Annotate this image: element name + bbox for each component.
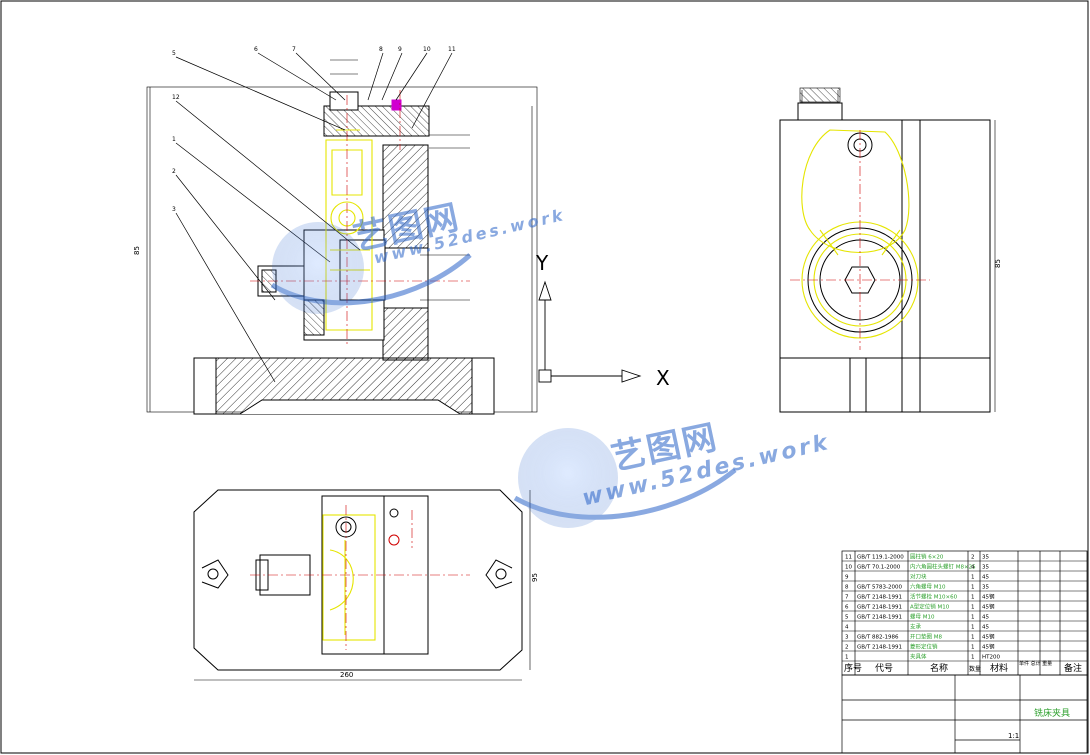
bom-cell-material: 35 (982, 555, 989, 561)
header-seq: 序号 (844, 662, 862, 674)
watermark-globe-2 (513, 428, 737, 528)
balloon-label: 6 (254, 46, 258, 53)
bom-cell-code: GB/T 2148-1991 (857, 595, 902, 601)
balloon-label: 10 (423, 46, 431, 53)
dim-side-height: 85 (994, 259, 1002, 268)
balloon-label: 9 (398, 46, 402, 53)
balloon-label: 1 (172, 136, 176, 143)
bom-cell-name: 对刀块 (910, 573, 927, 581)
front-view-dimensions (149, 59, 533, 412)
assembly-name: 铣床夹具 (1034, 707, 1070, 719)
bom-cell-name: 内六角圆柱头螺钉 M8×25 (910, 563, 976, 571)
bom-cell-material: 45 (982, 575, 989, 581)
bom-cell-code: GB/T 70.1-2000 (857, 565, 901, 571)
bom-cell-material: 45钢 (982, 633, 995, 641)
bom-cell-qty: 1 (971, 635, 975, 641)
bom-cell-name: 圆柱销 6×20 (910, 553, 944, 561)
bom-cell-material: HT200 (982, 655, 1000, 661)
watermark-globe-1 (270, 222, 472, 314)
header-remark: 备注 (1064, 662, 1082, 674)
bom-cell-seq: 8 (845, 585, 849, 591)
bom-cell-code: GB/T 2148-1991 (857, 605, 902, 611)
drawing-scale: 1:1 (1008, 732, 1019, 740)
bom-cell-qty: 1 (971, 595, 975, 601)
dim-plan-length: 260 (340, 671, 353, 679)
header-name: 名称 (930, 662, 948, 674)
side-view-centerlines (790, 130, 930, 350)
header-qty: 数量 (969, 665, 981, 673)
balloon-label: 5 (172, 50, 176, 57)
bom-cell-material: 45钢 (982, 603, 995, 611)
header-material: 材料 (990, 662, 1008, 674)
bom-cell-name: 支承 (910, 623, 922, 631)
dim-plan-width: 95 (531, 573, 539, 582)
bom-cell-seq: 1 (845, 655, 849, 661)
bom-cell-name: 活节螺栓 M10×60 (910, 593, 958, 601)
balloon-label: 7 (292, 46, 296, 53)
balloon-label: 11 (448, 46, 456, 53)
bom-cell-code: GB/T 2148-1991 (857, 645, 902, 651)
bom-cell-name: 六角螺母 M10 (910, 583, 946, 591)
bom-cell-material: 45 (982, 625, 989, 631)
bom-cell-code: GB/T 882-1986 (857, 635, 899, 641)
header-weight: 单件 总计 重量 (1019, 660, 1052, 667)
bom-cell-seq: 3 (845, 635, 849, 641)
bom-cell-code: GB/T 2148-1991 (857, 615, 902, 621)
bom-cell-material: 35 (982, 565, 989, 571)
coordinate-axes (538, 280, 642, 383)
header-code: 代号 (875, 663, 893, 674)
bom-cell-qty: 1 (971, 615, 975, 621)
plan-view-workpiece (322, 514, 376, 641)
balloon-label: 3 (172, 206, 176, 213)
bom-cell-material: 45钢 (982, 593, 995, 601)
title-block-headers: 序号 代号 名称 数量 材料 备注 (844, 662, 1082, 674)
bom-cell-material: 45 (982, 615, 989, 621)
bom-cell-seq: 2 (845, 645, 849, 651)
bom-cell-name: 菱形定位销 (910, 643, 938, 651)
bom-cell-qty: 4 (971, 565, 975, 571)
bom-cell-code: GB/T 119.1-2000 (857, 555, 904, 561)
bom-cell-seq: 10 (845, 565, 852, 571)
bom-cell-seq: 7 (845, 595, 849, 601)
bom-cell-code: GB/T 5783-2000 (857, 585, 902, 591)
balloon-label: 12 (172, 94, 180, 101)
bom-cell-seq: 6 (845, 605, 849, 611)
bom-cell-qty: 1 (971, 585, 975, 591)
bom-cell-seq: 4 (845, 625, 849, 631)
side-view (779, 87, 996, 413)
bom-cell-qty: 1 (971, 625, 975, 631)
bom-cell-qty: 2 (971, 555, 975, 561)
bom-cell-qty: 1 (971, 605, 975, 611)
balloon-label: 2 (172, 168, 176, 175)
bom-cell-name: 螺母 M10 (910, 613, 935, 621)
bom-cell-qty: 1 (971, 655, 975, 661)
bom-cell-seq: 9 (845, 575, 849, 581)
axis-label-x: X (656, 366, 670, 390)
bom-cell-material: 35 (982, 585, 989, 591)
bom-cell-name: 夹具体 (910, 653, 927, 661)
title-block (841, 550, 1088, 754)
bom-cell-name: A型定位销 M10 (910, 603, 950, 611)
plan-view-centerlines (250, 505, 470, 650)
balloon-label: 8 (379, 46, 383, 53)
bom-cell-name: 开口垫圈 M8 (910, 633, 942, 641)
plan-view (193, 489, 531, 681)
bom-cell-qty: 1 (971, 645, 975, 651)
bom-cell-qty: 1 (971, 575, 975, 581)
bom-cell-seq: 11 (845, 555, 852, 561)
axis-label-y: Y (535, 251, 549, 275)
bom-cell-seq: 5 (845, 615, 849, 621)
dim-height-front: 85 (133, 246, 141, 255)
bom-cell-material: 45钢 (982, 643, 995, 651)
